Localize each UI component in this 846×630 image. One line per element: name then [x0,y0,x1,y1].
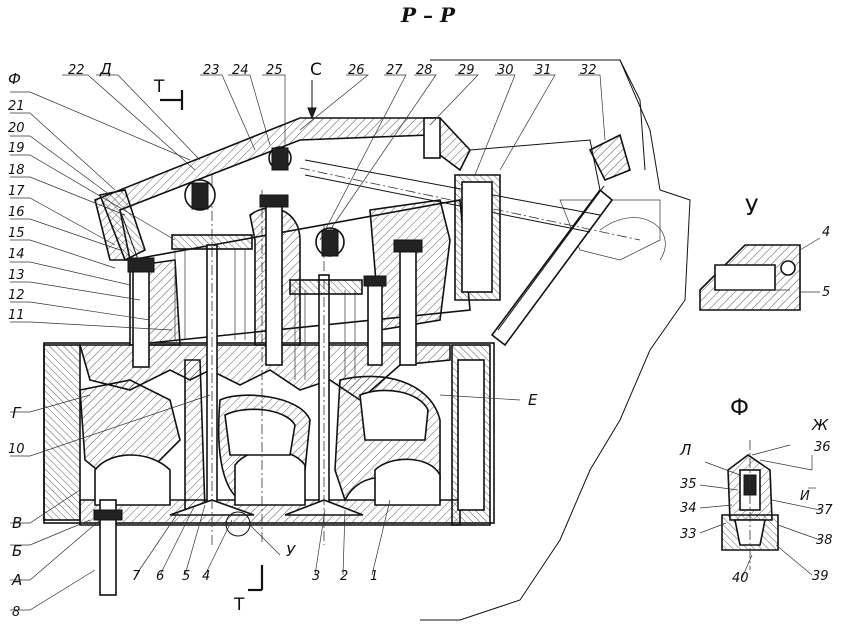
label-28: 28 [416,63,433,78]
label-36: 36 [814,440,831,455]
label-16: 16 [8,205,25,220]
label-3: 3 [312,569,320,584]
label-10: 10 [8,442,25,457]
section-markers: Т Т С [153,60,322,615]
valve-springs [171,234,363,380]
label-u-bottom: У [286,542,296,560]
label-7: 7 [132,569,141,584]
label-29: 29 [458,63,475,78]
label-17: 17 [8,184,25,199]
pushrod-tube [299,133,641,347]
callout-labels: Ф 21 20 19 18 17 16 15 14 13 12 11 Г 10 … [8,60,833,620]
detail-u-label-4: 4 [822,225,830,240]
label-37: 37 [816,503,833,518]
label-6: 6 [156,569,164,584]
label-25: 25 [266,63,283,78]
label-l: Л [679,441,691,459]
detail-u-title: У [745,196,759,221]
label-i: И [800,489,810,504]
label-32: 32 [580,63,597,78]
detail-f-title: Ф [730,396,749,421]
label-2: 2 [340,569,348,584]
label-18: 18 [8,163,25,178]
label-1: 1 [370,569,378,584]
detail-view-u: У 4 5 [699,196,830,311]
studs [93,117,441,596]
label-26: 26 [348,63,365,78]
label-23: 23 [203,63,220,78]
label-b: Б [12,542,22,560]
label-11: 11 [8,308,25,323]
label-4: 4 [202,569,210,584]
label-14: 14 [8,247,25,262]
label-35: 35 [680,477,697,492]
label-13: 13 [8,268,25,283]
rocker-joints [184,146,345,257]
label-g: Г [12,404,22,422]
label-27: 27 [386,63,403,78]
label-d: Д [99,60,112,78]
view-mark-s: С [310,60,322,80]
side-housing [454,139,601,301]
label-20: 20 [8,121,25,136]
label-24: 24 [232,63,249,78]
rocker-housing [129,199,471,346]
label-30: 30 [497,63,514,78]
valves [169,175,364,545]
label-39: 39 [812,569,829,584]
label-12: 12 [8,288,25,303]
label-34: 34 [680,501,697,516]
label-a: А [11,571,22,589]
label-40: 40 [732,571,749,586]
label-e: Е [528,391,538,409]
label-21: 21 [8,99,25,114]
detail-u-label-5: 5 [822,285,830,300]
label-v: В [12,514,22,532]
label-8: 8 [12,605,20,620]
label-zh: Ж [811,416,829,434]
engine-block-outline [420,59,691,621]
section-mark-t-top: Т [153,77,165,97]
detail-view-f: Ф [699,396,821,579]
label-f: Ф [8,70,21,88]
label-22: 22 [68,63,85,78]
label-15: 15 [8,226,25,241]
leader-lines [10,74,606,611]
label-19: 19 [8,141,25,156]
section-title: Р – Р [400,3,456,27]
label-31: 31 [535,63,552,78]
label-5: 5 [182,569,190,584]
section-mark-t-bottom: Т [233,595,245,615]
cylinder-head-body [43,342,495,526]
label-38: 38 [816,533,833,548]
label-33: 33 [680,527,697,542]
